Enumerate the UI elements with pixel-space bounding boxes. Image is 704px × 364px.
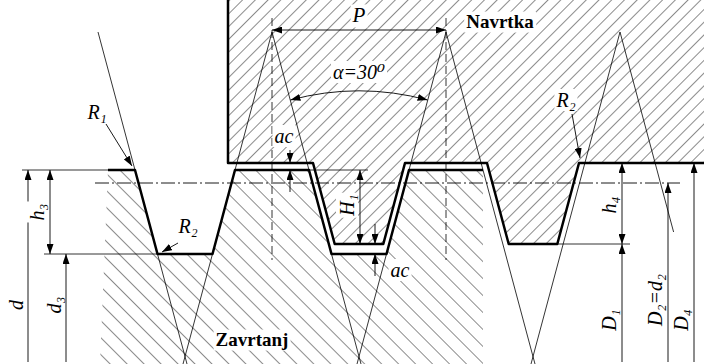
dimension-label: ac bbox=[273, 125, 296, 147]
dimension-label: h₄ bbox=[598, 195, 620, 216]
radius-label: R₂ bbox=[176, 215, 199, 237]
dimension-lines bbox=[28, 30, 694, 362]
dimension-label: P bbox=[351, 4, 368, 27]
radius-label: R₂ bbox=[554, 89, 577, 111]
bolt-hatch bbox=[100, 170, 483, 364]
radius-leaders bbox=[106, 114, 580, 252]
dimension-label: D₁ bbox=[598, 307, 620, 332]
radius-label: R₁ bbox=[85, 101, 108, 123]
angle-label: α=30⁰ bbox=[331, 61, 387, 83]
dimension-label: D₄ bbox=[670, 307, 692, 332]
part-name: Navrtka bbox=[464, 12, 536, 33]
dimension-label: D₂=d₂ bbox=[644, 272, 666, 328]
pitch-line bbox=[95, 183, 680, 184]
dimension-label: h₃ bbox=[26, 202, 48, 223]
dimension-label: d₃ bbox=[43, 295, 65, 316]
part-name: Zavrtanj bbox=[214, 330, 291, 351]
basic-triangle-lines bbox=[98, 32, 674, 364]
bolt-profile bbox=[108, 170, 483, 254]
dimension-label: ac bbox=[389, 259, 412, 281]
nut-profile bbox=[228, 0, 704, 244]
center-lines bbox=[272, 18, 446, 260]
dimension-label: H₁ bbox=[336, 192, 358, 217]
dimension-label: d bbox=[5, 298, 27, 312]
